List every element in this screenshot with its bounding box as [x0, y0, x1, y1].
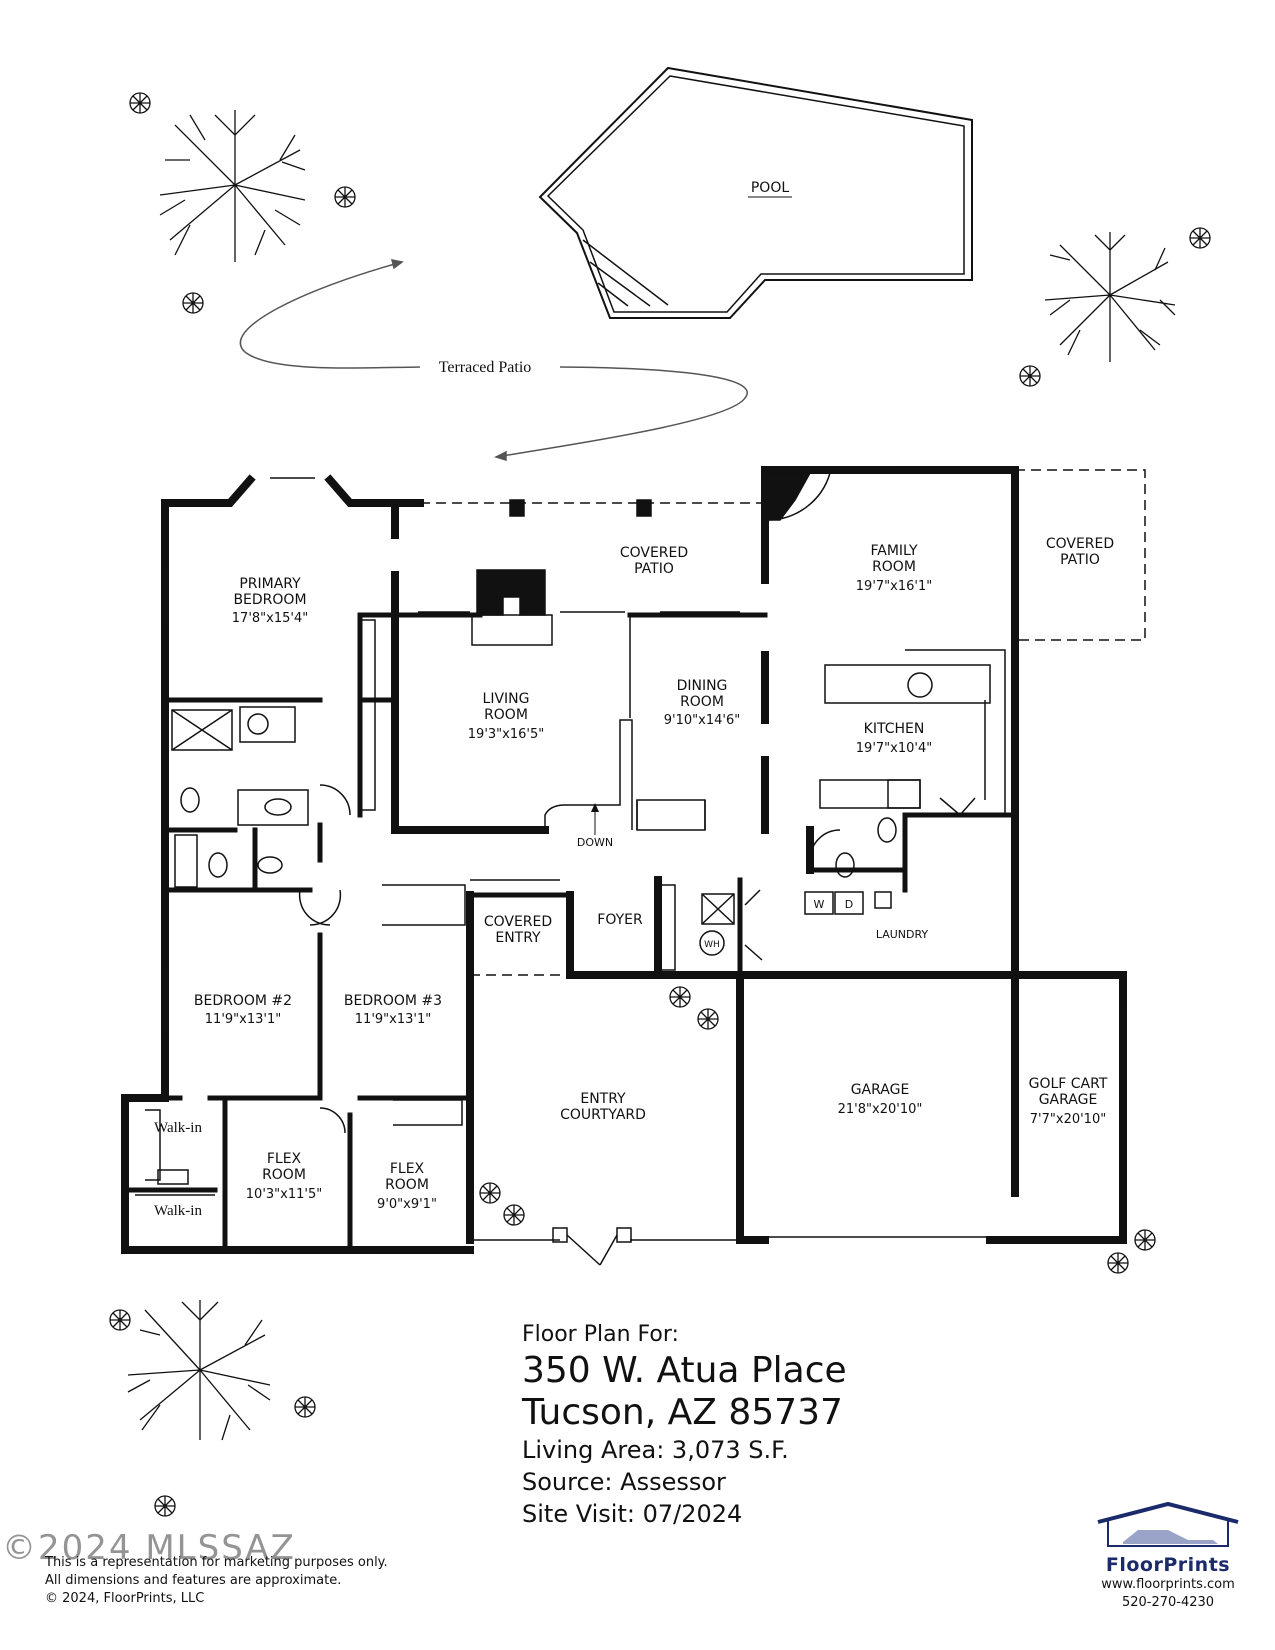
disclaimer-line-2: All dimensions and features are approxim…	[45, 1573, 342, 1588]
living-room-dim: 19'3"x16'5"	[468, 727, 544, 742]
golf-cart-label-2: GARAGE	[1039, 1092, 1098, 1108]
bedroom2-dim: 11'9"x13'1"	[205, 1012, 281, 1027]
family-room-label-1: FAMILY	[870, 543, 917, 559]
family-room-dim: 19'7"x16'1"	[856, 579, 932, 594]
garage-dim: 21'8"x20'10"	[838, 1102, 923, 1117]
side-patio-label-1: COVERED	[1046, 536, 1114, 552]
floorprints-logo: FloorPrints www.floorprints.com 520-270-…	[1078, 1500, 1258, 1612]
covered-entry-label-1: COVERED	[484, 914, 552, 930]
down-label: DOWN	[577, 836, 613, 849]
washer-label: W	[814, 898, 825, 911]
terraced-patio-arrow	[239, 259, 748, 462]
living-area: Living Area: 3,073 S.F.	[522, 1436, 789, 1464]
primary-bedroom-label-1: PRIMARY	[239, 576, 301, 592]
side-patio-label-2: PATIO	[1060, 552, 1100, 568]
dining-room-label-2: ROOM	[680, 694, 724, 710]
source: Source: Assessor	[522, 1468, 726, 1496]
address-line-1: 350 W. Atua Place	[522, 1350, 847, 1391]
entry-courtyard-label-2: COURTYARD	[560, 1107, 646, 1123]
pool-label: POOL	[751, 180, 789, 196]
dining-room-label-1: DINING	[677, 678, 728, 694]
disclaimer-line-3: © 2024, FloorPrints, LLC	[45, 1591, 205, 1606]
logo-phone: 520-270-4230	[1121, 1595, 1215, 1610]
flex2-label-1: FLEX	[390, 1161, 425, 1177]
covered-patio-label-1: COVERED	[620, 545, 688, 561]
foyer-label: FOYER	[597, 912, 643, 928]
garage-label: GARAGE	[851, 1082, 910, 1098]
interior-walls	[122, 612, 1018, 1253]
living-room-label-2: ROOM	[484, 707, 528, 723]
covered-entry-label-2: ENTRY	[495, 930, 541, 946]
disclaimer: This is a representation for marketing p…	[45, 1554, 388, 1608]
primary-bedroom-dim: 17'8"x15'4"	[232, 611, 308, 626]
water-heater-label: WH	[704, 940, 720, 950]
laundry-label: LAUNDRY	[876, 928, 929, 941]
room-labels: POOL Terraced Patio COVERED PATIO COVERE…	[154, 180, 1114, 1219]
tree-large-top-left	[159, 110, 306, 262]
terraced-patio-label: Terraced Patio	[439, 359, 532, 376]
family-room-label-2: ROOM	[872, 559, 916, 575]
entry-courtyard-label-1: ENTRY	[580, 1091, 626, 1107]
flex1-label-2: ROOM	[262, 1167, 306, 1183]
bedroom3-dim: 11'9"x13'1"	[355, 1012, 431, 1027]
site-visit: Site Visit: 07/2024	[522, 1500, 743, 1528]
tree-large-right	[1044, 232, 1176, 362]
tree-large-bottom-left	[127, 1300, 271, 1441]
shrubs	[109, 92, 1211, 1517]
bedroom3-label: BEDROOM #3	[344, 993, 442, 1009]
golf-cart-dim: 7'7"x20'10"	[1030, 1112, 1106, 1127]
watermark: ©2024 MLSSAZ	[2, 1528, 296, 1568]
kitchen-label: KITCHEN	[864, 721, 925, 737]
bedroom2-label: BEDROOM #2	[194, 993, 292, 1009]
logo-brand: FloorPrints	[1105, 1554, 1231, 1576]
dryer-label: D	[845, 898, 853, 911]
kitchen-dim: 19'7"x10'4"	[856, 741, 932, 756]
walkin2-label: Walk-in	[154, 1203, 202, 1219]
address-line-2: Tucson, AZ 85737	[522, 1392, 843, 1433]
flex2-dim: 9'0"x9'1"	[377, 1197, 437, 1212]
disclaimer-line-1: This is a representation for marketing p…	[45, 1555, 388, 1570]
flex1-dim: 10'3"x11'5"	[246, 1187, 322, 1202]
covered-patio-label-2: PATIO	[634, 561, 674, 577]
logo-url: www.floorprints.com	[1101, 1577, 1235, 1592]
house-logo-icon	[1097, 1501, 1239, 1547]
pool	[538, 66, 973, 319]
primary-bedroom-label-2: BEDROOM	[233, 592, 306, 608]
windows-and-fixtures	[135, 466, 1146, 1266]
walkin1-label: Walk-in	[154, 1120, 202, 1136]
living-room-label-1: LIVING	[483, 691, 530, 707]
flex2-label-2: ROOM	[385, 1177, 429, 1193]
flex1-label-1: FLEX	[267, 1151, 302, 1167]
dining-room-dim: 9'10"x14'6"	[664, 713, 740, 728]
property-info: Floor Plan For: 350 W. Atua Place Tucson…	[522, 1320, 847, 1530]
floor-plan-heading: Floor Plan For:	[522, 1322, 679, 1347]
golf-cart-label-1: GOLF CART	[1029, 1076, 1108, 1092]
